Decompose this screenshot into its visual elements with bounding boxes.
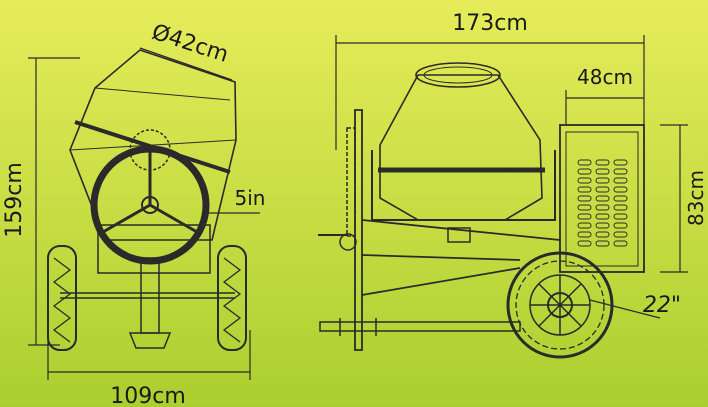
vent-slot [595,168,610,175]
wheel-size-label: 22" [643,293,681,318]
vent-slot [595,177,610,184]
front-drum [69,49,237,241]
towbar [319,321,521,332]
vent-slot [577,168,592,175]
vent-slot [577,159,592,166]
front-frame [97,224,211,274]
vent-slot [613,195,628,202]
vent-slot [613,222,628,229]
vent-slot [577,240,592,247]
motor-height-label: 83cm [684,170,708,226]
vent-slot [595,222,610,229]
vent-slot [577,222,592,229]
vent-slot [577,186,592,193]
motor-width-dimension [565,90,644,125]
motor-height-dimension [660,124,688,273]
drum-diameter-dimension [139,47,233,81]
vent-slot [613,168,628,175]
vent-slot [613,177,628,184]
vent-slot [595,204,610,211]
motor-width-label: 48cm [577,65,633,89]
bottom-width-label: 109cm [110,384,186,407]
front-view [28,47,260,380]
vent-slot [595,213,610,220]
vent-slot [613,240,628,247]
vent-slot [577,231,592,238]
side-view [318,35,688,359]
vent-slot [595,240,610,247]
rear-wheel [506,251,614,359]
vent-slot [577,195,592,202]
wheel-leader [589,299,661,319]
vent-slot [613,186,628,193]
total-length-label: 173cm [452,11,528,36]
vent-slot [613,231,628,238]
vent-slot [613,204,628,211]
vent-slot [613,159,628,166]
vent-slot [613,213,628,220]
vent-slot [577,213,592,220]
vent-slot [577,177,592,184]
shaft-label: 5in [235,186,266,210]
vent-slot [595,231,610,238]
height-dimension [28,57,80,346]
total-height-label: 159cm [2,162,27,238]
vent-slot [595,195,610,202]
length-dimension [335,35,645,150]
handwheel [90,145,210,265]
front-right-wheel [217,245,247,351]
vent-slot [577,204,592,211]
vent-slot [595,159,610,166]
front-left-wheel [47,245,77,351]
vent-slot [595,186,610,193]
